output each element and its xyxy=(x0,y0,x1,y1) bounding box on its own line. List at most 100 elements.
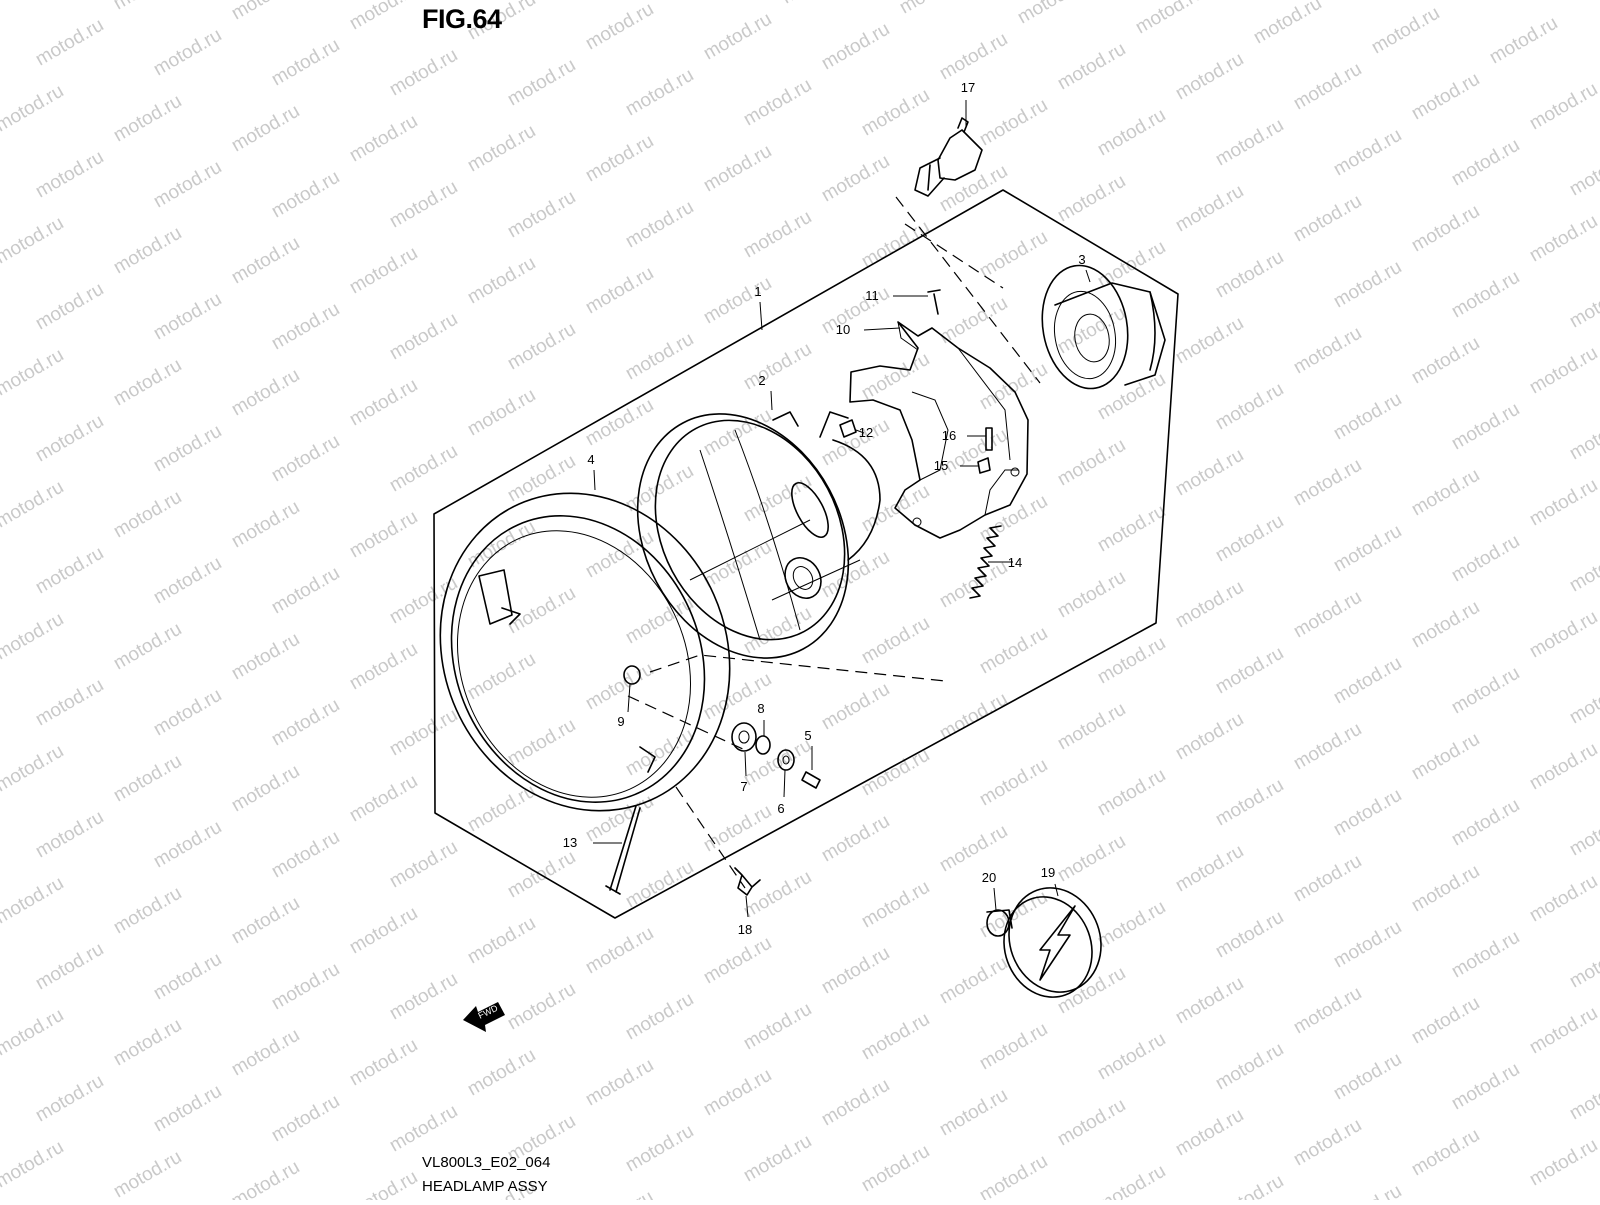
watermark-text: motod.ru xyxy=(0,213,67,269)
watermark-text: motod.ru xyxy=(150,289,225,345)
watermark-text: motod.ru xyxy=(1566,805,1600,861)
watermark-text: motod.ru xyxy=(504,715,579,771)
watermark-text: motod.ru xyxy=(936,557,1011,613)
watermark-text: motod.ru xyxy=(936,953,1011,1009)
lamp-body-part xyxy=(636,411,881,659)
watermark-text: motod.ru xyxy=(1566,409,1600,465)
watermark-text: motod.ru xyxy=(504,583,579,639)
watermark-text: motod.ru xyxy=(0,0,67,4)
watermark-text: motod.ru xyxy=(976,1151,1051,1200)
watermark-text: motod.ru xyxy=(858,877,933,933)
watermark-text: motod.ru xyxy=(1290,323,1365,379)
watermark-text: motod.ru xyxy=(32,1071,107,1127)
callout-leader-20 xyxy=(993,887,997,911)
callout-label-11: 11 xyxy=(865,288,879,303)
callout-label-1: 1 xyxy=(754,284,761,299)
watermark-text: motod.ru xyxy=(740,1131,815,1187)
callout-leader-9 xyxy=(627,683,631,713)
watermark-text: motod.ru xyxy=(1526,475,1600,531)
watermark-text: motod.ru xyxy=(110,1147,185,1200)
spring-part xyxy=(969,525,1002,599)
watermark-text: motod.ru xyxy=(936,29,1011,85)
watermark-text: motod.ru xyxy=(936,1085,1011,1141)
watermark-text: motod.ru xyxy=(1330,389,1405,445)
watermark-text: motod.ru xyxy=(858,1141,933,1197)
watermark-text: motod.ru xyxy=(228,629,303,685)
watermark-text: motod.ru xyxy=(582,1055,657,1111)
watermark-text: motod.ru xyxy=(32,279,107,335)
watermark-text: motod.ru xyxy=(1330,1049,1405,1105)
watermark-text: motod.ru xyxy=(1054,699,1129,755)
watermark-text: motod.ru xyxy=(1212,115,1287,171)
watermark-text: motod.ru xyxy=(1526,871,1600,927)
watermark-text: motod.ru xyxy=(110,883,185,939)
watermark-text: motod.ru xyxy=(1212,247,1287,303)
callout-label-6: 6 xyxy=(777,801,784,816)
watermark-text: motod.ru xyxy=(740,75,815,131)
watermark-text: motod.ru xyxy=(1526,79,1600,135)
callout-label-3: 3 xyxy=(1078,252,1085,267)
watermark-text: motod.ru xyxy=(1526,607,1600,663)
watermark-text: motod.ru xyxy=(1448,663,1523,719)
watermark-text: motod.ru xyxy=(228,893,303,949)
watermark-text: motod.ru xyxy=(1014,0,1089,28)
watermark-text: motod.ru xyxy=(464,649,539,705)
watermark-text: motod.ru xyxy=(582,923,657,979)
watermark-text: motod.ru xyxy=(110,487,185,543)
watermark-text: motod.ru xyxy=(464,913,539,969)
watermark-text: motod.ru xyxy=(228,0,303,24)
watermark-text: motod.ru xyxy=(504,451,579,507)
long-screw-part xyxy=(605,805,641,895)
watermark-text: motod.ru xyxy=(110,223,185,279)
watermark-text: motod.ru xyxy=(582,659,657,715)
watermark-text: motod.ru xyxy=(386,441,461,497)
watermark-text: motod.ru xyxy=(1132,0,1207,38)
watermark-text: motod.ru xyxy=(1408,1125,1483,1181)
watermark-text: motod.ru xyxy=(504,55,579,111)
watermark-text: motod.ru xyxy=(858,613,933,669)
watermark-text: motod.ru xyxy=(32,147,107,203)
watermark-text: motod.ru xyxy=(1094,897,1169,953)
watermark-text: motod.ru xyxy=(740,867,815,923)
watermark-text: motod.ru xyxy=(228,1157,303,1200)
watermark-text: motod.ru xyxy=(0,345,67,401)
watermark-text: motod.ru xyxy=(1054,303,1129,359)
guide-line-socket xyxy=(904,223,1004,289)
watermark-text: motod.ru xyxy=(228,101,303,157)
callout-label-20: 20 xyxy=(982,870,996,885)
watermark-text: motod.ru xyxy=(228,1025,303,1081)
callout-label-12: 12 xyxy=(859,425,873,440)
watermark-text: motod.ru xyxy=(386,705,461,761)
watermark-text: motod.ru xyxy=(858,85,933,141)
watermark-text: motod.ru xyxy=(1526,1135,1600,1191)
watermark-text: motod.ru xyxy=(1566,673,1600,729)
watermark-text: motod.ru xyxy=(582,263,657,319)
watermark-text: motod.ru xyxy=(110,91,185,147)
callout-label-19: 19 xyxy=(1041,865,1055,880)
callout-label-17: 17 xyxy=(961,80,975,95)
watermark-text: motod.ru xyxy=(622,989,697,1045)
watermark-text: motod.ru xyxy=(1526,211,1600,267)
callout-label-4: 4 xyxy=(587,452,594,467)
watermark-text: motod.ru xyxy=(268,35,343,91)
fasteners xyxy=(623,289,993,685)
callout-label-10: 10 xyxy=(836,322,850,337)
callout-leader-10 xyxy=(863,327,901,331)
watermark-text: motod.ru xyxy=(1172,973,1247,1029)
watermark-text: motod.ru xyxy=(818,811,893,867)
watermark-text: motod.ru xyxy=(700,933,775,989)
watermark-text: motod.ru xyxy=(1448,795,1523,851)
watermark-text: motod.ru xyxy=(1172,577,1247,633)
callout-label-15: 15 xyxy=(934,458,948,473)
callout-label-8: 8 xyxy=(757,701,764,716)
watermark-text: motod.ru xyxy=(1094,369,1169,425)
watermark-text: motod.ru xyxy=(582,0,657,54)
watermark-text: motod.ru xyxy=(1330,125,1405,181)
watermark-text: motod.ru xyxy=(386,177,461,233)
watermark-text: motod.ru xyxy=(896,0,971,18)
watermark-text: motod.ru xyxy=(268,167,343,223)
watermark-text: motod.ru xyxy=(228,365,303,421)
watermark-text: motod.ru xyxy=(32,543,107,599)
watermark-text: motod.ru xyxy=(700,9,775,65)
